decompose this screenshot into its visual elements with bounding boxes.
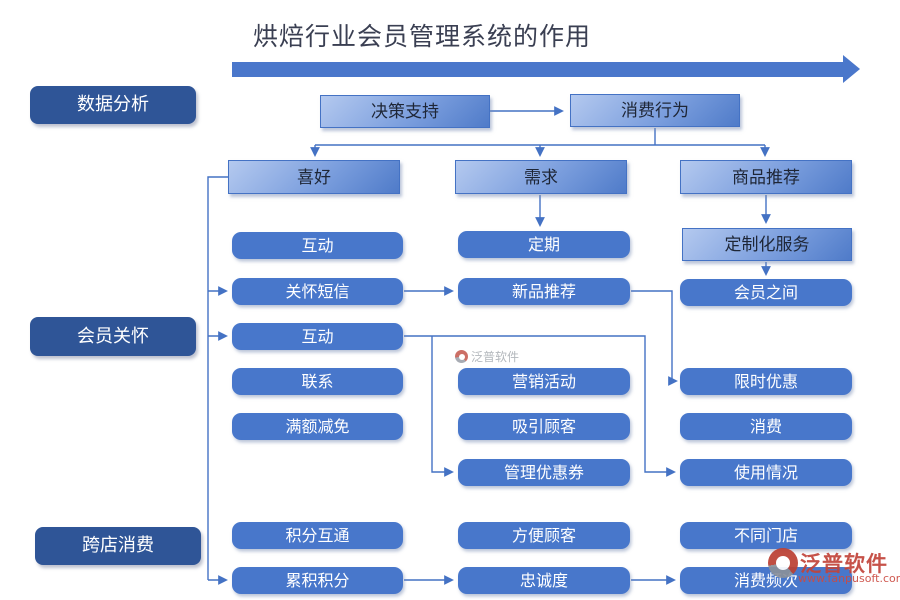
node-care-sms: 关怀短信 xyxy=(232,278,403,305)
node-accumulate-points: 累积积分 xyxy=(232,567,403,594)
node-new-product: 新品推荐 xyxy=(458,278,630,305)
fanpu-logo-icon xyxy=(768,548,798,578)
header-demand: 需求 xyxy=(455,160,627,194)
node-between-members: 会员之间 xyxy=(680,279,852,306)
header-consumer-behavior: 消费行为 xyxy=(570,94,740,127)
main-flow-arrow-bar xyxy=(232,62,843,77)
node-interaction-1: 互动 xyxy=(232,232,403,259)
category-cross-store: 跨店消费 xyxy=(35,527,201,565)
page-title: 烘焙行业会员管理系统的作用 xyxy=(253,22,592,51)
node-consumption: 消费 xyxy=(680,413,852,440)
main-flow-arrow-head-icon xyxy=(843,55,860,83)
node-marketing: 营销活动 xyxy=(458,368,630,395)
node-attract-customers: 吸引顾客 xyxy=(458,413,630,440)
watermark-center: 泛普软件 xyxy=(455,348,519,365)
header-product-recommendation: 商品推荐 xyxy=(680,160,852,194)
node-convenience: 方便顾客 xyxy=(458,522,630,549)
watermark-brand: 泛普软件 xyxy=(800,552,888,576)
node-usage-status: 使用情况 xyxy=(680,459,852,486)
fanpu-logo-icon xyxy=(455,350,468,363)
header-decision-support: 决策支持 xyxy=(320,95,490,128)
node-interaction-2: 互动 xyxy=(232,323,403,350)
node-limited-offer: 限时优惠 xyxy=(680,368,852,395)
watermark-url: www.fanpusoft.com xyxy=(798,572,900,585)
node-different-stores: 不同门店 xyxy=(680,522,852,549)
watermark-brand: 泛普软件 xyxy=(471,350,520,364)
node-points-interop: 积分互通 xyxy=(232,522,403,549)
category-data-analysis: 数据分析 xyxy=(30,86,196,124)
node-full-discount: 满额减免 xyxy=(232,413,403,440)
node-regular: 定期 xyxy=(458,231,630,258)
header-customized-service: 定制化服务 xyxy=(682,228,852,261)
category-member-care: 会员关怀 xyxy=(30,317,196,356)
watermark-corner: 泛普软件 www.fanpusoft.com xyxy=(768,548,900,585)
node-loyalty: 忠诚度 xyxy=(458,567,630,594)
node-manage-coupons: 管理优惠券 xyxy=(458,459,630,486)
node-contact: 联系 xyxy=(232,368,403,395)
header-preference: 喜好 xyxy=(228,160,400,194)
